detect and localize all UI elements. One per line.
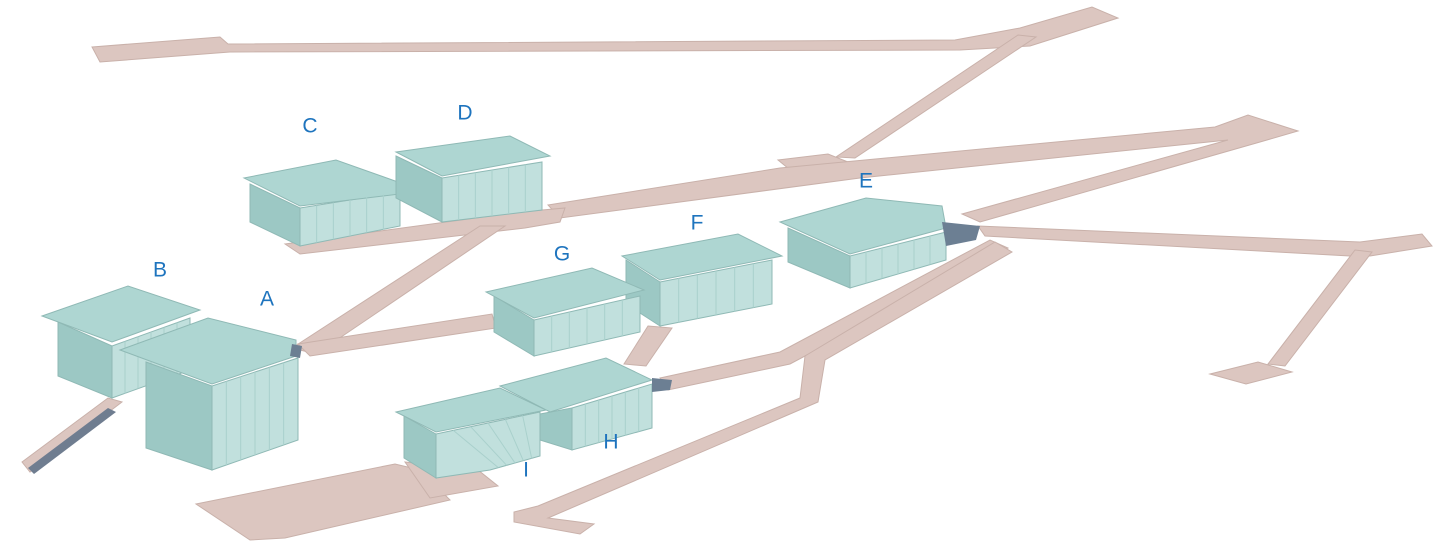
- walkway-east: [977, 225, 1433, 257]
- building-label-b: B: [152, 258, 168, 282]
- building-h-front-wall: [539, 407, 573, 451]
- walkway-east-spur: [1267, 249, 1373, 367]
- walkway-top: [91, 6, 1120, 63]
- building-i-panel-line: [487, 422, 516, 464]
- building-e-roof: [778, 197, 947, 255]
- walkway-middle: [546, 114, 1300, 223]
- walkway-diagonal-north: [834, 34, 1038, 159]
- building-a-front-wall: [145, 361, 213, 471]
- connection-shadow: [290, 344, 302, 358]
- building-e-front-wall: [787, 227, 851, 289]
- building-g: [484, 267, 646, 357]
- building-f-roof: [620, 233, 784, 281]
- building-label-d: D: [457, 101, 473, 125]
- walkway-south: [513, 241, 1013, 535]
- building-i: [394, 387, 548, 479]
- building-c-front-wall: [249, 183, 301, 247]
- building-d-roof: [394, 135, 552, 177]
- building-b-front-wall: [57, 321, 113, 399]
- walkway-east-pad: [1208, 361, 1294, 385]
- building-g-front-wall: [493, 295, 535, 357]
- building-g-roof: [484, 267, 646, 319]
- walkway-g-to-h: [623, 325, 673, 367]
- building-d: [394, 135, 552, 223]
- building-a: [118, 317, 299, 471]
- building-label-c: C: [302, 114, 318, 138]
- walkways: [21, 6, 1433, 541]
- building-f: [620, 233, 784, 327]
- building-c: [242, 159, 401, 247]
- building-i-front-wall: [403, 415, 437, 479]
- building-i-panel-line: [470, 426, 508, 466]
- building-i-panel-line: [504, 419, 524, 461]
- building-b-roof: [40, 285, 202, 343]
- building-label-h: H: [603, 430, 619, 454]
- building-d-front-wall: [395, 155, 443, 223]
- connection-shadow: [652, 378, 672, 392]
- building-e: [778, 197, 947, 289]
- building-label-a: A: [259, 287, 275, 311]
- building-label-e: E: [858, 169, 874, 193]
- building-i-panel-line: [522, 415, 533, 459]
- building-label-f: F: [690, 211, 704, 235]
- connection-shadow: [942, 222, 980, 246]
- building-label-i: I: [523, 458, 529, 482]
- building-label-g: G: [553, 242, 571, 266]
- buildings: [40, 135, 980, 479]
- building-i-panel-line: [453, 429, 499, 469]
- walkway-ramp-west-shadow: [28, 408, 116, 474]
- parking-pad: [194, 463, 451, 541]
